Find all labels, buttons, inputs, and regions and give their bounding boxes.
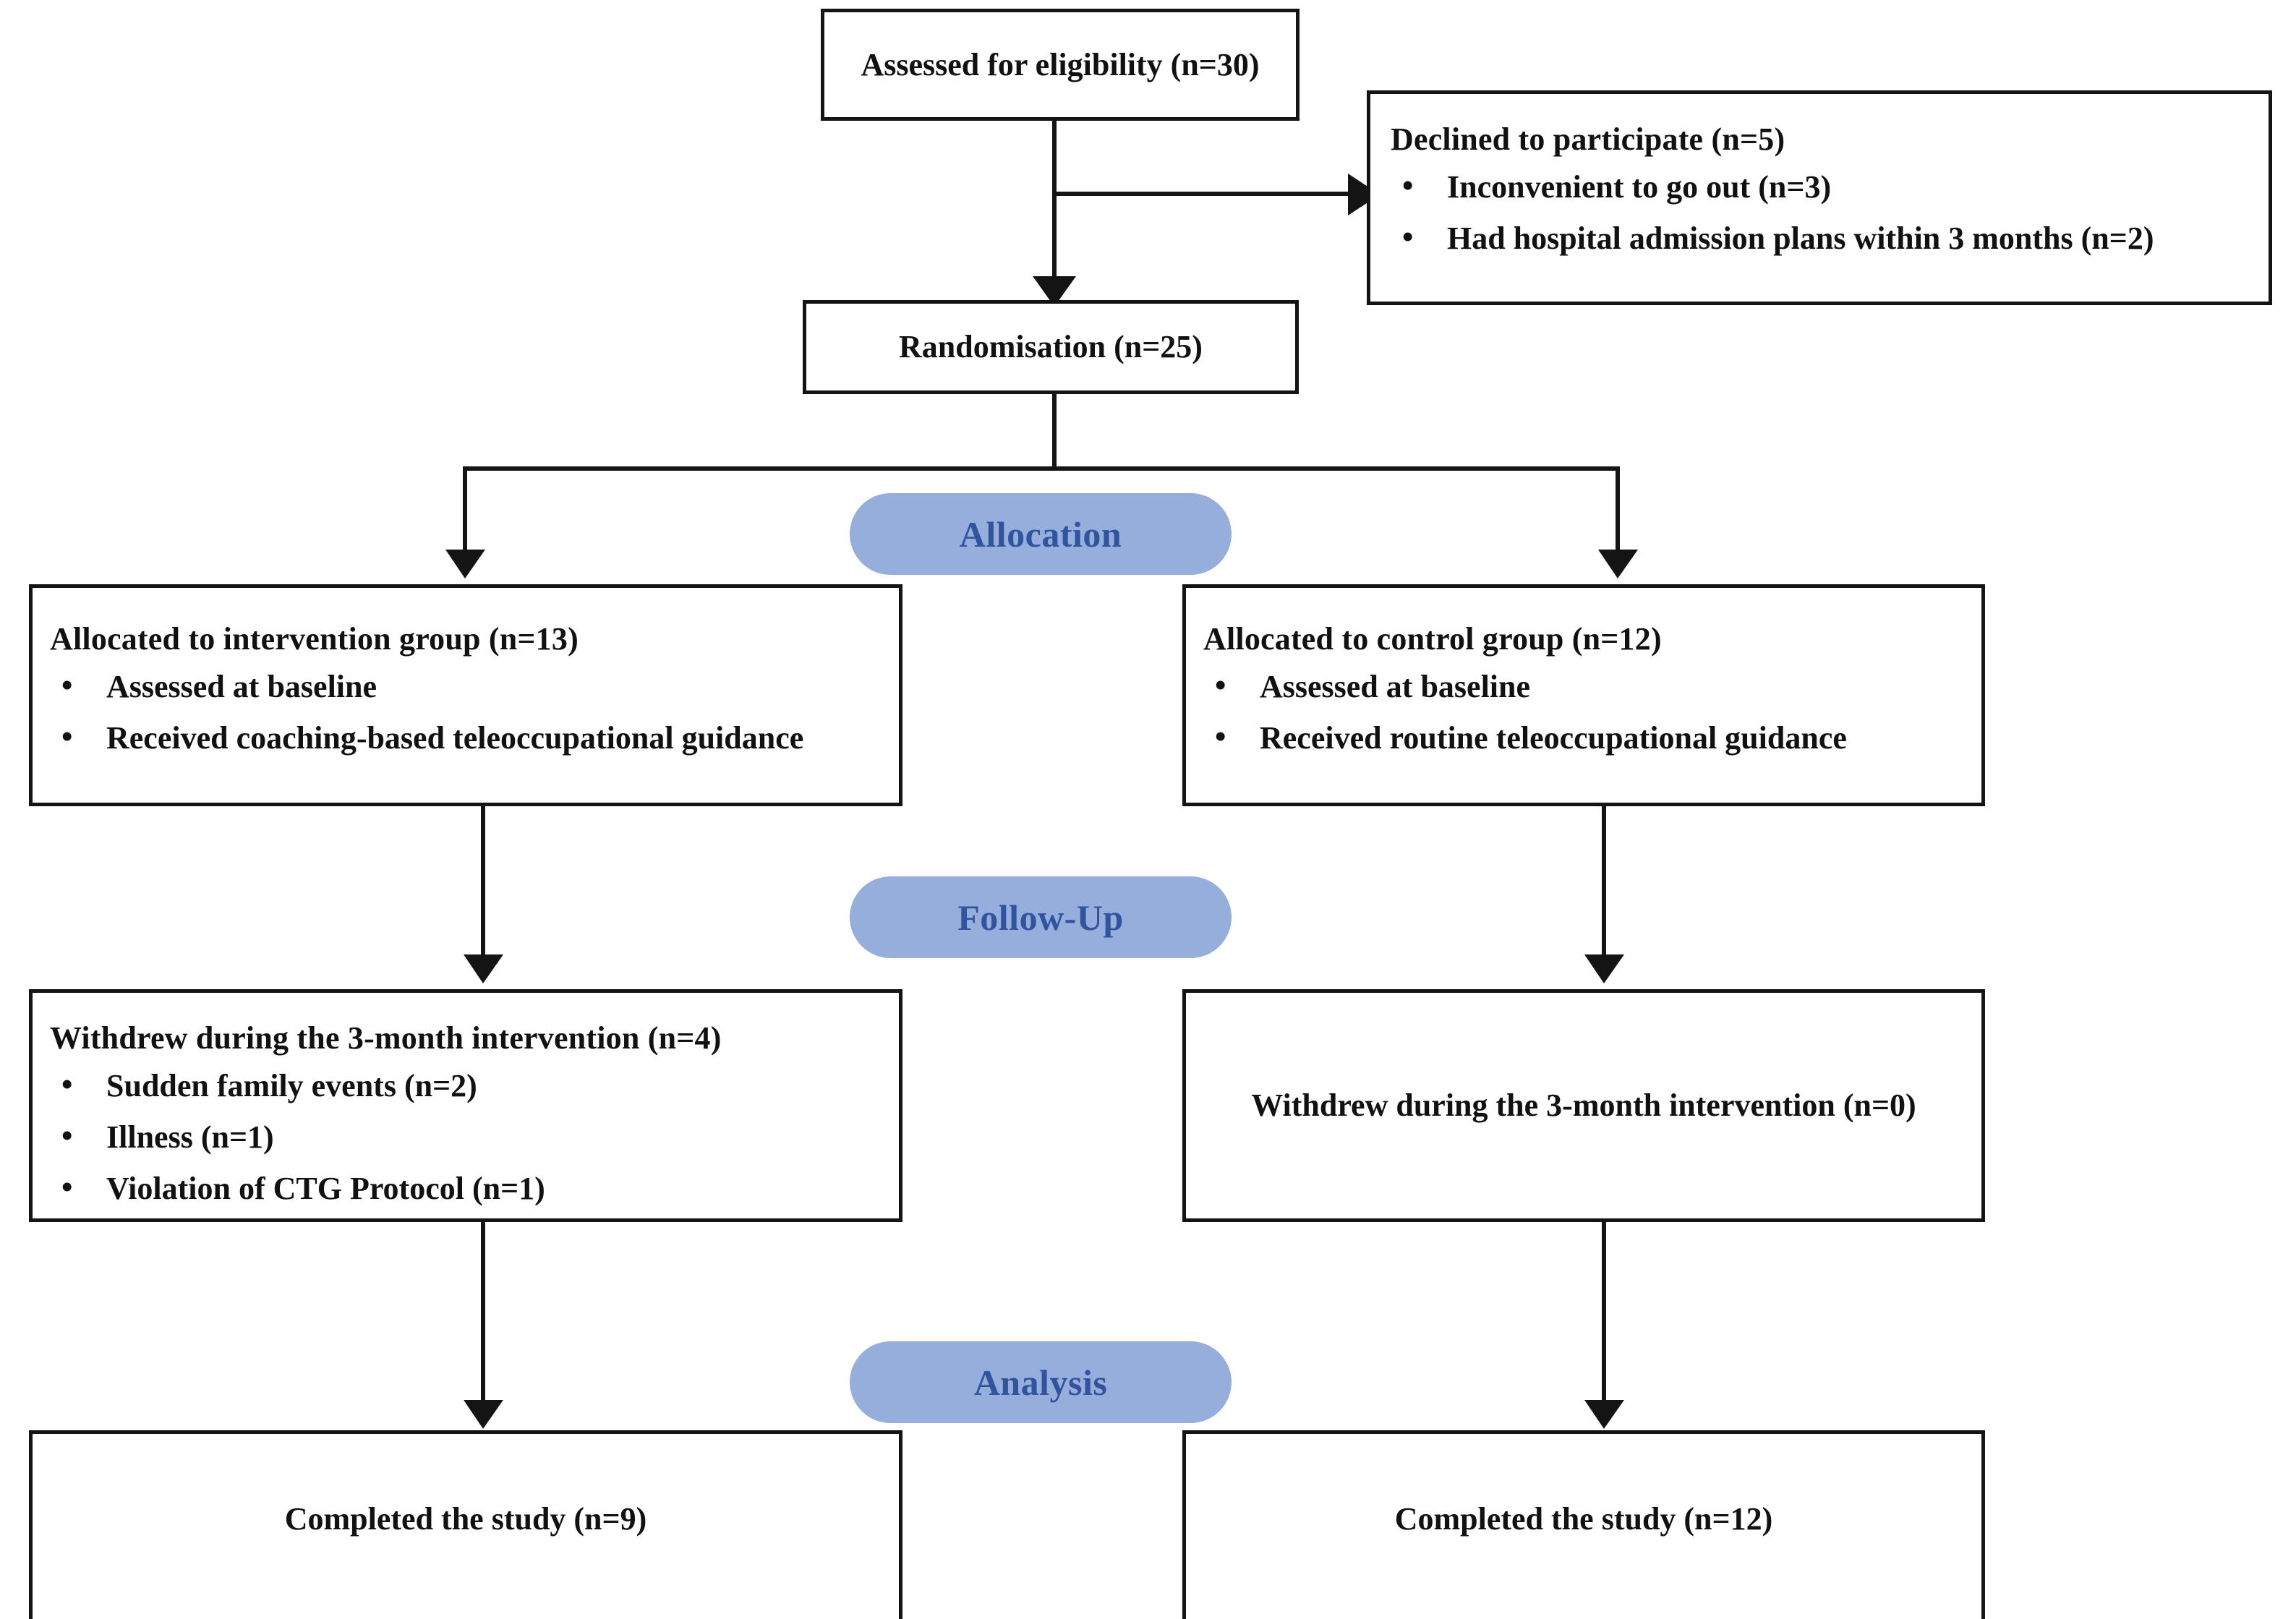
followup-intervention-title: Withdrew during the 3-month intervention… xyxy=(50,1020,722,1056)
randomisation-title: Randomisation (n=25) xyxy=(899,329,1203,365)
stage-label-allocation: Allocation xyxy=(850,493,1232,575)
list-item: Received coaching-based teleoccupational… xyxy=(50,716,882,759)
declined-bullet-list: Inconvenient to go out (n=3) Had hospita… xyxy=(1391,165,2247,259)
list-item: Assessed at baseline xyxy=(50,665,882,707)
connector-to-declined xyxy=(1052,192,1360,196)
node-assessed-for-eligibility: Assessed for eligibility (n=30) xyxy=(821,9,1299,121)
analysis-label-text: Analysis xyxy=(973,1362,1108,1403)
analysis-control-title: Completed the study (n=12) xyxy=(1394,1500,1773,1537)
node-completed-control: Completed the study (n=12) xyxy=(1182,1430,1985,1619)
list-item: Illness (n=1) xyxy=(50,1115,882,1158)
list-item: Violation of CTG Protocol (n=1) xyxy=(50,1166,882,1209)
node-followup-control: Withdrew during the 3-month intervention… xyxy=(1182,989,1985,1222)
alloc-control-bullet-list: Assessed at baseline Received routine te… xyxy=(1203,665,1964,759)
connector-followup-left-to-analysis xyxy=(481,1222,485,1403)
list-item: Assessed at baseline xyxy=(1203,665,1964,707)
alloc-control-title: Allocated to control group (n=12) xyxy=(1203,621,1662,657)
node-allocated-intervention: Allocated to intervention group (n=13) A… xyxy=(29,584,902,806)
follow-up-label-text: Follow-Up xyxy=(957,897,1124,938)
arrowhead-down-alloc-left xyxy=(445,550,485,578)
connector-allocation-right-down xyxy=(1616,466,1620,553)
analysis-intervention-title: Completed the study (n=9) xyxy=(284,1500,647,1537)
connector-alloc-left-to-followup xyxy=(481,806,485,958)
node-completed-intervention: Completed the study (n=9) xyxy=(29,1430,902,1619)
node-randomisation: Randomisation (n=25) xyxy=(803,300,1299,394)
connector-randomisation-down xyxy=(1052,394,1057,470)
list-item: Had hospital admission plans within 3 mo… xyxy=(1391,216,2247,259)
arrowhead-down-analysis-right xyxy=(1584,1400,1624,1429)
stage-label-follow-up: Follow-Up xyxy=(850,876,1232,958)
followup-control-title: Withdrew during the 3-month intervention… xyxy=(1251,1088,1916,1124)
connector-assessed-to-randomisation xyxy=(1052,119,1057,282)
connector-allocation-split-bar xyxy=(463,466,1620,471)
node-declined-to-participate: Declined to participate (n=5) Inconvenie… xyxy=(1367,90,2272,305)
connector-followup-right-to-analysis xyxy=(1602,1222,1606,1403)
arrowhead-down-alloc-right xyxy=(1598,550,1638,578)
node-allocated-control: Allocated to control group (n=12) Assess… xyxy=(1182,584,1985,806)
arrowhead-down-randomisation xyxy=(1033,276,1076,307)
node-followup-intervention: Withdrew during the 3-month intervention… xyxy=(29,989,902,1222)
connector-allocation-left-down xyxy=(463,466,467,553)
list-item: Sudden family events (n=2) xyxy=(50,1064,882,1106)
stage-label-analysis: Analysis xyxy=(850,1341,1232,1423)
connector-alloc-right-to-followup xyxy=(1602,806,1606,958)
followup-intervention-bullet-list: Sudden family events (n=2) Illness (n=1)… xyxy=(50,1064,882,1210)
alloc-intervention-bullet-list: Assessed at baseline Received coaching-b… xyxy=(50,665,882,759)
arrowhead-right-declined xyxy=(1348,174,1380,215)
alloc-intervention-title: Allocated to intervention group (n=13) xyxy=(50,621,579,657)
arrowhead-down-followup-left xyxy=(464,954,503,983)
declined-title: Declined to participate (n=5) xyxy=(1391,121,1785,157)
list-item: Received routine teleoccupational guidan… xyxy=(1203,716,1964,759)
arrowhead-down-followup-right xyxy=(1584,954,1624,983)
arrowhead-down-analysis-left xyxy=(464,1400,503,1429)
assessed-title: Assessed for eligibility (n=30) xyxy=(861,46,1260,82)
allocation-label-text: Allocation xyxy=(959,513,1122,555)
list-item: Inconvenient to go out (n=3) xyxy=(1391,165,2247,208)
